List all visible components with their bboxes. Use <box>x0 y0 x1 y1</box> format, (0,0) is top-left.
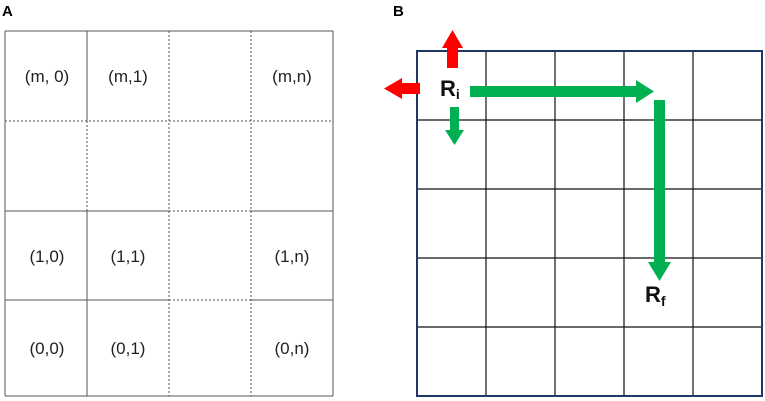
panel-b-label: B <box>393 3 404 20</box>
panel-a: A (m, 0)(m,1)(m, <box>2 3 334 397</box>
cell-index-label: (0,n) <box>275 339 310 358</box>
green-arrow-right-icon <box>470 80 654 103</box>
cell-index-label: (0,1) <box>111 339 146 358</box>
end-state-label: Rf <box>645 282 666 309</box>
red-arrow-up-icon <box>442 30 463 68</box>
panel-b: B Ri <box>384 3 763 397</box>
cell-index-label: (1,0) <box>30 247 65 266</box>
cell-index-label: (1,1) <box>111 247 146 266</box>
green-arrow-down-icon <box>445 107 464 145</box>
lattice-grid <box>417 51 762 396</box>
cell-index-label: (m,n) <box>272 67 312 86</box>
index-grid <box>4 30 334 397</box>
green-arrow-down-long-icon <box>648 100 671 281</box>
cell-index-label: (m,1) <box>108 67 148 86</box>
cell-labels: (m, 0) (m,1) (m,n) (1,0) (1,1) (1,n) (0,0) (0,1… <box>25 67 312 358</box>
start-state-label: Ri <box>440 76 460 102</box>
green-arrows <box>445 80 671 281</box>
cell-index-label: (m, 0) <box>25 67 69 86</box>
red-arrows <box>384 30 463 99</box>
red-arrow-left-icon <box>384 78 420 99</box>
cell-index-label: (1,n) <box>275 247 310 266</box>
cell-index-label: (0,0) <box>30 339 65 358</box>
lattice-frame <box>416 50 763 397</box>
panel-a-label: A <box>2 3 13 20</box>
